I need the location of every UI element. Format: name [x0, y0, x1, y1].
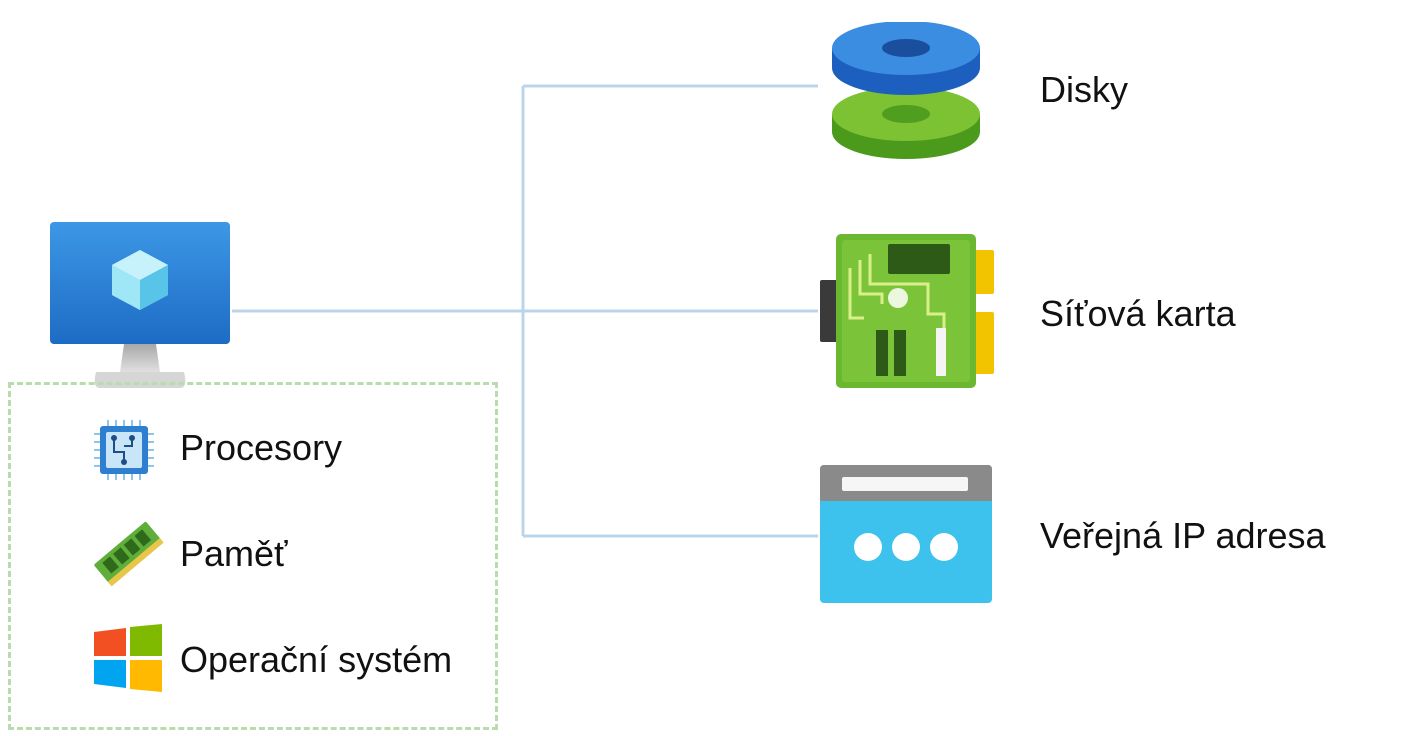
- virtual-machine-icon: [50, 222, 232, 395]
- memory-icon: [92, 518, 164, 593]
- network-card-label: Síťová karta: [1040, 293, 1236, 334]
- disks-label: Disky: [1040, 69, 1128, 110]
- public-ip-label: Veřejná IP adresa: [1040, 515, 1326, 556]
- cpu-icon: [92, 418, 156, 487]
- os-label: Operační systém: [180, 639, 453, 680]
- network-card-icon: [820, 234, 996, 393]
- public-ip-icon: [820, 465, 994, 610]
- disks-icon: [830, 21, 982, 167]
- processors-label: Procesory: [180, 427, 343, 468]
- windows-logo-icon: [94, 624, 162, 697]
- vm-resources-group: [8, 382, 498, 730]
- memory-label: Paměť: [180, 533, 288, 574]
